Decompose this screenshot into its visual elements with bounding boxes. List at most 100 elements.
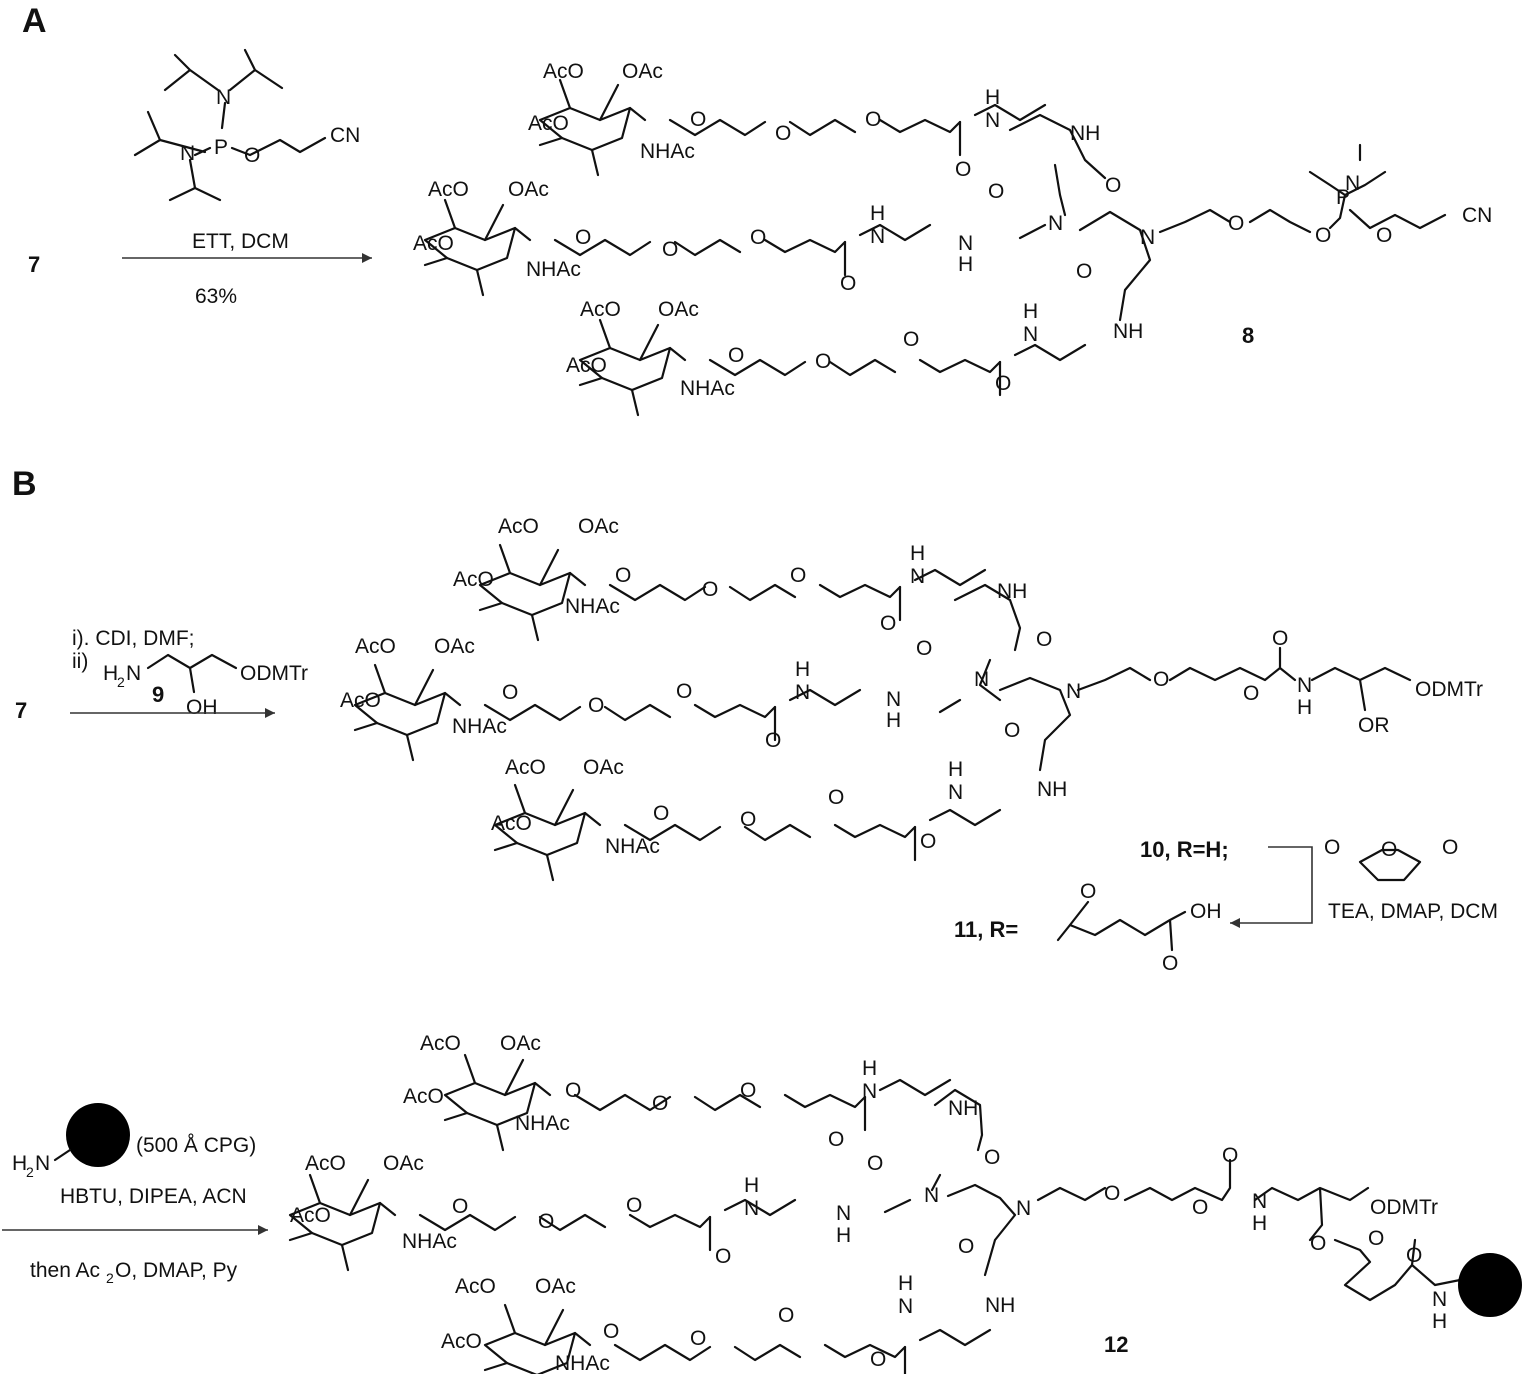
atom-n: N <box>958 232 973 255</box>
atom-o: O <box>1315 224 1331 247</box>
atom-aco: AcO <box>528 112 569 135</box>
atom-n: N <box>862 1080 877 1103</box>
reaction-d-conditions: HBTU, DIPEA, ACN <box>60 1185 247 1208</box>
atom-o: O <box>244 144 260 167</box>
atom-sub-2: 2 <box>106 1270 114 1286</box>
atom-o: O <box>575 226 591 249</box>
atom-n: N <box>870 225 885 248</box>
atom-o: O <box>1406 1244 1422 1267</box>
phosphoramidite-reagent-structure <box>133 48 327 202</box>
cpg-bead-icon <box>1458 1253 1522 1317</box>
atom-n: N <box>744 1197 759 1220</box>
atom-nhac: NHAc <box>605 835 660 858</box>
atom-o: O <box>1076 260 1092 283</box>
atom-o: O <box>988 180 1004 203</box>
atom-o: O <box>840 272 856 295</box>
atom-aco: AcO <box>566 354 607 377</box>
atom-o: O <box>815 350 831 373</box>
atom-o: O <box>740 808 756 831</box>
atom-n: N <box>910 565 925 588</box>
atom-oh: OH <box>1190 900 1222 923</box>
atom-o: O <box>1105 174 1121 197</box>
atom-nh: NH <box>985 1294 1015 1317</box>
atom-n: N <box>1048 212 1063 235</box>
atom-o: O <box>750 226 766 249</box>
compound-12-label: 12 <box>1104 1332 1128 1357</box>
atom-n: N <box>216 86 231 109</box>
atom-oac: OAc <box>535 1275 576 1298</box>
atom-o: O <box>740 1079 756 1102</box>
succinyl-group-structure <box>1056 900 1187 952</box>
atom-o: O <box>676 680 692 703</box>
atom-n: N <box>974 668 989 691</box>
atom-o: O <box>502 681 518 704</box>
atom-nhac: NHAc <box>680 377 735 400</box>
atom-o: O <box>867 1152 883 1175</box>
atom-nhac: NHAc <box>452 715 507 738</box>
atom-h: H <box>862 1057 877 1080</box>
reaction-d-then: then Ac <box>30 1259 100 1282</box>
atom-h: H <box>1252 1212 1267 1235</box>
atom-n: N <box>1023 323 1038 346</box>
atom-aco: AcO <box>355 635 396 658</box>
reagent-9-odmtr: ODMTr <box>240 662 308 685</box>
atom-o: O <box>690 108 706 131</box>
atom-aco: AcO <box>413 232 454 255</box>
panel-label-a: A <box>22 2 47 40</box>
atom-n: N <box>924 1184 939 1207</box>
atom-o: O <box>452 1195 468 1218</box>
atom-h: H <box>12 1152 27 1175</box>
arrow-head <box>362 253 372 263</box>
atom-o: O <box>1381 838 1397 861</box>
atom-o: O <box>702 578 718 601</box>
atom-o: O <box>1243 682 1259 705</box>
atom-o: O <box>790 564 806 587</box>
compound-11-label: 11, R= <box>954 917 1018 942</box>
atom-nhac: NHAc <box>402 1230 457 1253</box>
atom-o: O <box>1228 212 1244 235</box>
atom-h: H <box>886 709 901 732</box>
atom-o: O <box>1162 952 1178 975</box>
atom-o: O <box>870 1348 886 1371</box>
compound-8-label: 8 <box>1242 323 1254 348</box>
atom-o: O <box>903 328 919 351</box>
atom-h: H <box>985 86 1000 109</box>
atom-o: O <box>538 1210 554 1233</box>
atom-n: N <box>948 781 963 804</box>
atom-o: O <box>1310 1232 1326 1255</box>
atom-o: O <box>603 1320 619 1343</box>
atom-aco: AcO <box>305 1152 346 1175</box>
atom-h: H <box>1023 300 1038 323</box>
atom-aco: AcO <box>580 298 621 321</box>
atom-oac: OAc <box>578 515 619 538</box>
atom-o: O <box>865 108 881 131</box>
reaction-a-conditions: ETT, DCM <box>192 230 289 253</box>
reaction-c-arrow <box>1230 846 1313 924</box>
atom-n: N <box>836 1202 851 1225</box>
atom-aco: AcO <box>290 1204 331 1227</box>
atom-h: H <box>795 658 810 681</box>
reaction-a-yield: 63% <box>195 285 237 308</box>
atom-o: O <box>778 1304 794 1327</box>
atom-n: N <box>985 109 1000 132</box>
atom-o: O <box>728 344 744 367</box>
atom-h: H <box>744 1174 759 1197</box>
atom-h: H <box>836 1224 851 1247</box>
atom-o: O <box>1222 1144 1238 1167</box>
atom-aco: AcO <box>403 1085 444 1108</box>
atom-h: H <box>958 253 973 276</box>
atom-aco: AcO <box>420 1032 461 1055</box>
succinic-anhydride-structure <box>1358 848 1422 882</box>
atom-nh: NH <box>1037 778 1067 801</box>
reaction-d-then-rest: O, DMAP, Py <box>115 1259 238 1282</box>
atom-o: O <box>1376 224 1392 247</box>
atom-h: H <box>910 542 925 565</box>
atom-n: N <box>1140 226 1155 249</box>
atom-h: H <box>1297 696 1312 719</box>
atom-h: H <box>103 662 118 685</box>
compound-8-structure <box>423 78 1447 417</box>
atom-aco: AcO <box>428 178 469 201</box>
atom-nhac: NHAc <box>640 140 695 163</box>
atom-n: N <box>126 662 141 685</box>
